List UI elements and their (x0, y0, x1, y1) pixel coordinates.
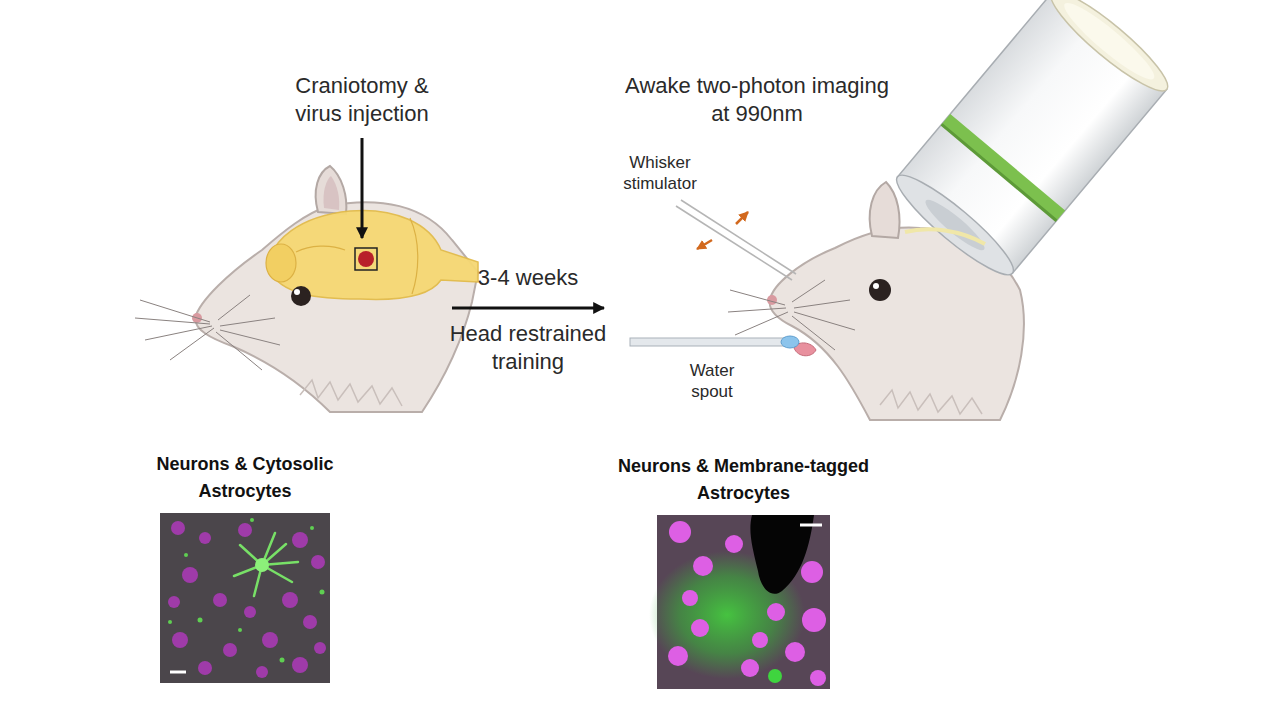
astrocyte-soma (768, 669, 782, 683)
mouse-head (195, 202, 478, 412)
figure-part (785, 642, 805, 662)
eye-glint (873, 283, 879, 289)
callout-label: Whisker stimulator (610, 152, 710, 195)
step-label: Craniotomy & virus injection (272, 72, 452, 127)
figure-part (256, 666, 268, 678)
figure-part (693, 556, 713, 576)
lens-bottom (887, 165, 1022, 286)
mouse-ear (316, 166, 347, 214)
figure-part (303, 615, 317, 629)
figure-part (223, 643, 237, 657)
stimulator-rod (681, 200, 796, 274)
water-drop (781, 336, 799, 348)
figure-part (725, 535, 743, 553)
craniotomy-window (355, 248, 377, 270)
mouse-fur (300, 380, 402, 406)
figure-part (669, 521, 691, 543)
injection-spot (358, 251, 374, 267)
figure-part (802, 608, 826, 632)
figure-part (168, 620, 172, 624)
lens-band (941, 114, 1065, 221)
figure-part (752, 632, 768, 648)
figure-part (184, 553, 188, 557)
figure-part (238, 523, 252, 537)
brain (268, 210, 478, 299)
timeline-arrow (452, 307, 604, 310)
astrocyte-specks (168, 518, 325, 663)
scale-bar (800, 524, 822, 527)
left-mouse (135, 166, 478, 412)
figure-part (292, 657, 308, 673)
stimulator-rod (676, 206, 792, 280)
mouse-eye (869, 279, 891, 301)
figure-part (282, 592, 298, 608)
figure-part (262, 632, 278, 648)
figure-part (668, 646, 688, 666)
step-label: Head restrained training (428, 320, 628, 375)
figure-part (234, 533, 298, 596)
eye-glint (294, 289, 300, 295)
water-spout-tube (630, 338, 788, 346)
lens-top (1042, 0, 1177, 102)
step-label: 3-4 weeks (453, 264, 603, 292)
figure-part (810, 670, 826, 686)
mouse-fur (880, 390, 982, 414)
panel-heading: Neurons & Membrane-tagged Astrocytes (594, 453, 894, 507)
motion-arrow (697, 240, 712, 249)
figure-part (280, 658, 285, 663)
figure-part (741, 659, 759, 677)
figure-part (314, 642, 326, 654)
figure-part (244, 606, 256, 618)
lens-front (921, 194, 990, 255)
injection-arrow (361, 138, 364, 238)
figure-part (198, 618, 203, 623)
figure-part (320, 590, 325, 595)
figure-part (172, 632, 188, 648)
figure-part (250, 518, 254, 522)
blood-vessel-shadow (750, 515, 814, 594)
whiskers (135, 295, 280, 370)
objective-lens (887, 0, 1177, 285)
neuron-somata (168, 521, 326, 678)
image-panel: Neurons & Cytosolic Astrocytes (160, 513, 330, 683)
scale-bar (170, 671, 186, 674)
micrograph-cytosolic (160, 513, 330, 683)
figure-part (171, 521, 185, 535)
motion-arrow (736, 212, 748, 224)
mouse-ear (870, 182, 900, 238)
figure-part (311, 555, 325, 569)
figure-part (198, 661, 212, 675)
figure-part (199, 532, 211, 544)
figure-part (168, 596, 180, 608)
olfactory-bulb (266, 244, 296, 282)
figure-part (182, 567, 198, 583)
astrocyte (234, 533, 298, 596)
figure-part (238, 628, 242, 632)
figure-part (691, 619, 709, 637)
mouse-eye (291, 286, 311, 306)
figure-part (682, 590, 698, 606)
figure-part (801, 561, 823, 583)
mouse-ear-inner (323, 176, 339, 210)
callout-label: Water spout (677, 360, 747, 403)
figure-part (213, 593, 227, 607)
figure-part (767, 603, 785, 621)
neuron-somata (668, 521, 826, 686)
panel-heading: Neurons & Cytosolic Astrocytes (145, 451, 345, 505)
headplate (905, 229, 985, 244)
image-panel: Neurons & Membrane-tagged Astrocytes (657, 515, 830, 689)
image-ground (160, 513, 330, 683)
astrocyte-soma (255, 558, 269, 572)
lens-top-inner (1058, 0, 1161, 87)
figure-part (292, 532, 308, 548)
step-label: Awake two-photon imaging at 990nm (617, 72, 897, 127)
brain-fold (296, 218, 418, 294)
micrograph-membrane (649, 515, 830, 689)
lens-band-shade (941, 123, 1058, 222)
figure-part (310, 526, 314, 530)
